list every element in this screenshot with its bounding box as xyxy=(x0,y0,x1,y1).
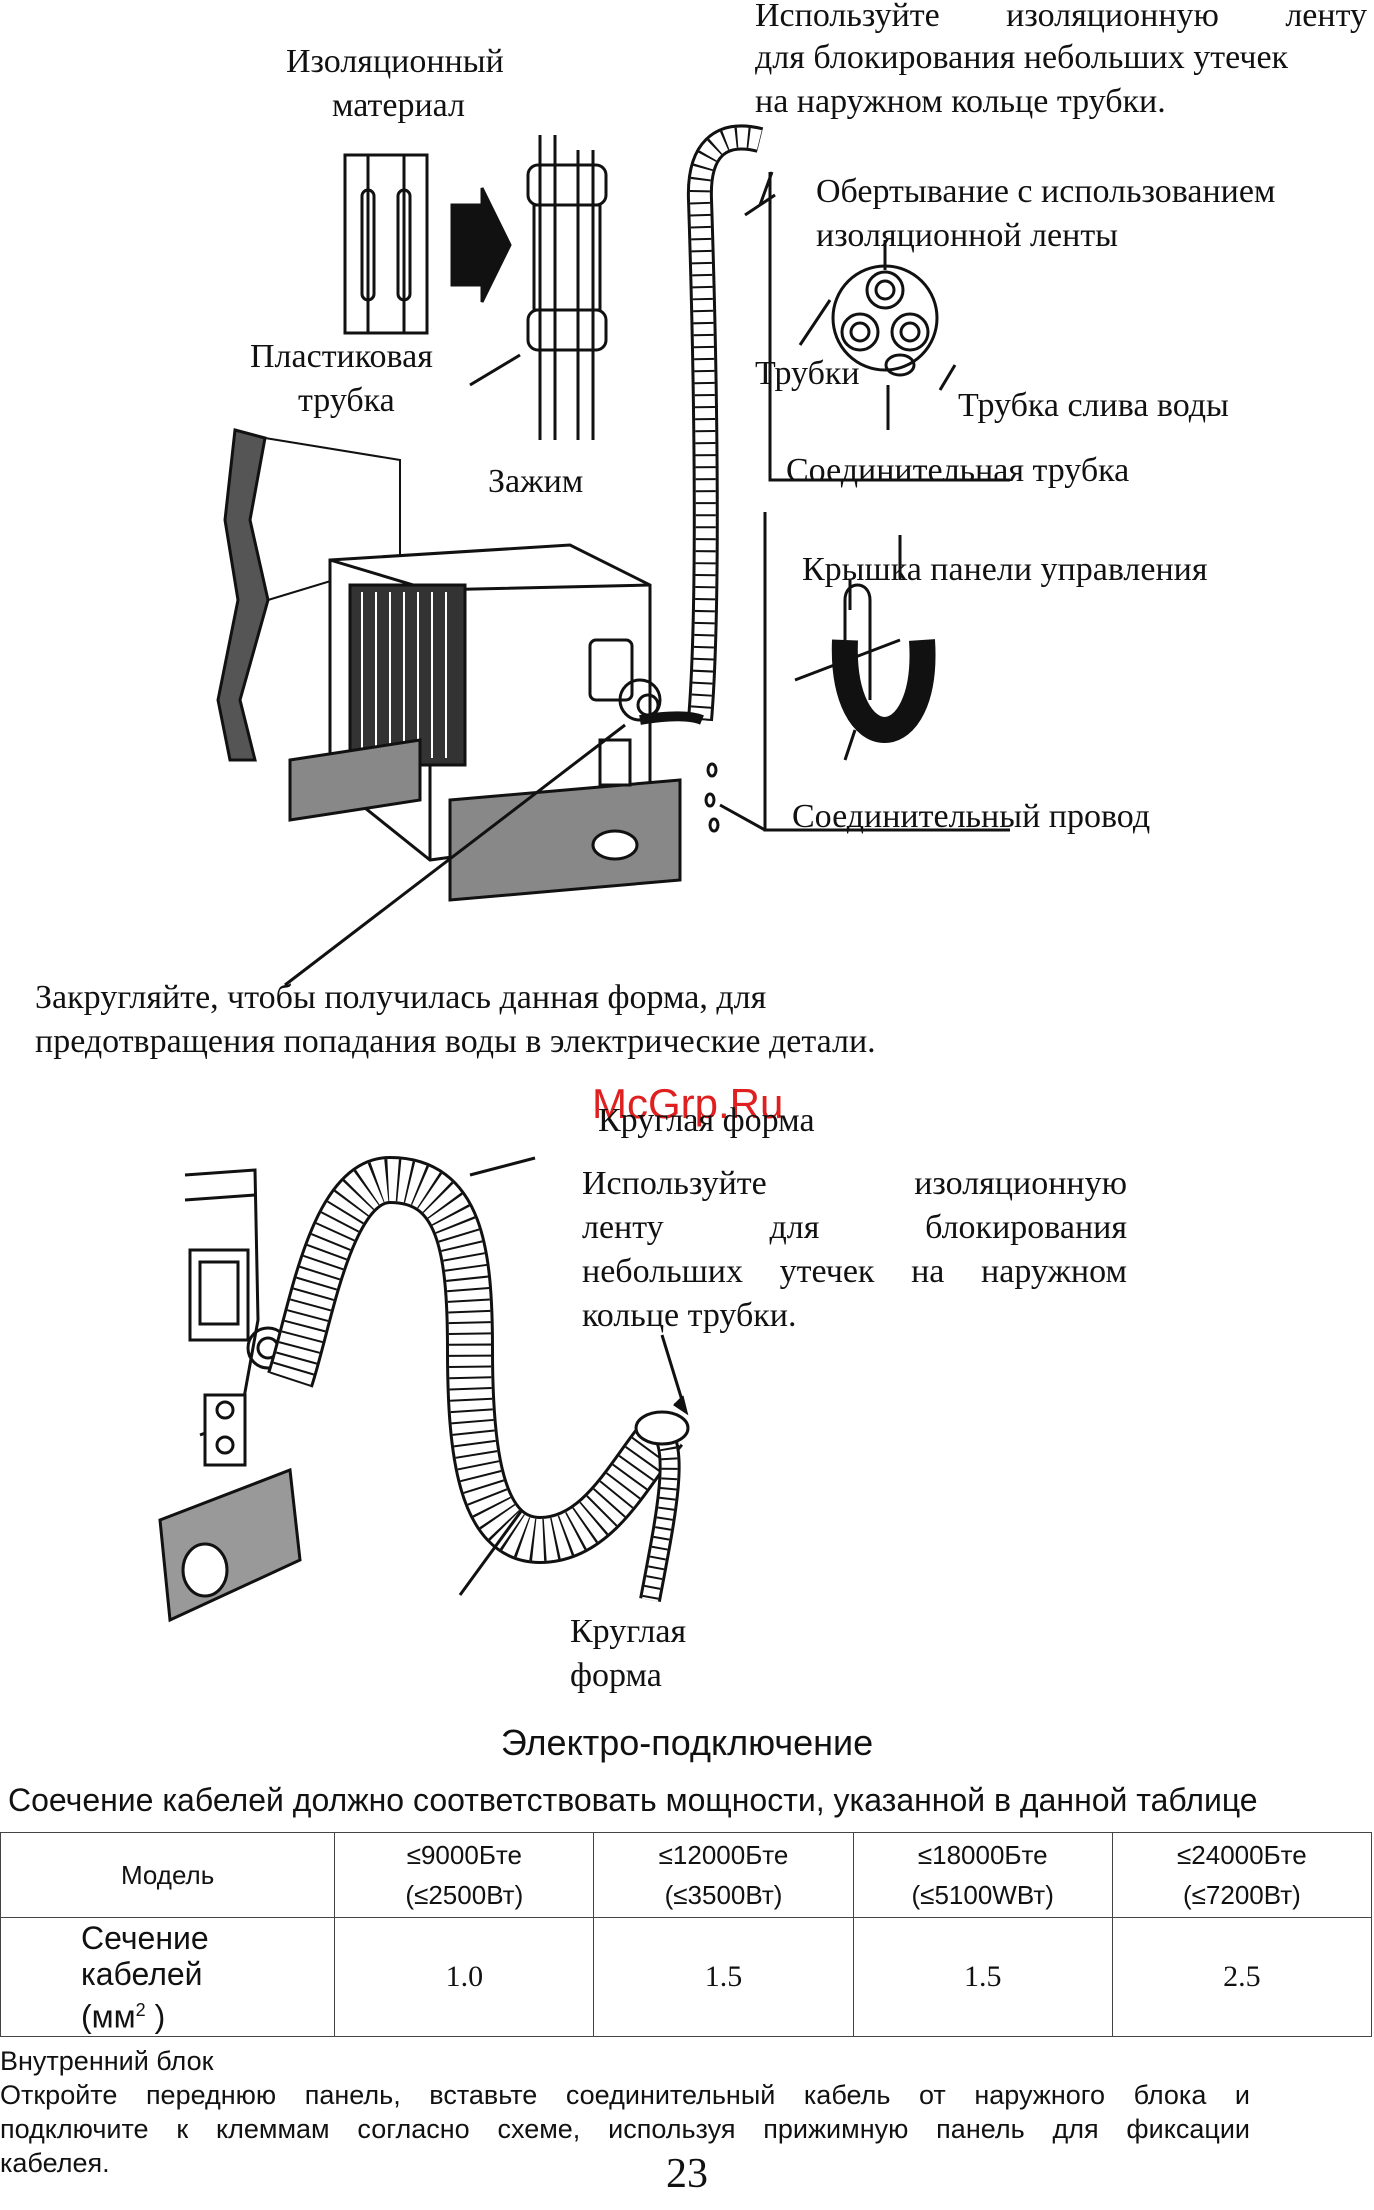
table-header-row: Модель ≤9000Бте(≤2500Вт) ≤12000Бте(≤3500… xyxy=(0,1832,1373,1918)
clamp-label: Зажим xyxy=(488,463,584,500)
instruction-line-3: кабелея. xyxy=(0,2148,110,2178)
intro-text: Соечение кабелей должно соответствовать … xyxy=(8,1782,1258,1818)
table-row: Сечение кабелей (мм2 ) 1.0 1.5 1.5 2.5 xyxy=(0,1917,1373,2037)
tape-note-line-1: Используйте изоляционную ленту xyxy=(755,0,1367,34)
wrapping-label-line-2: изоляционной ленты xyxy=(816,217,1119,254)
loop-tape-note-line-3: небольших утечек на наружном xyxy=(582,1253,1127,1290)
cable-spec-table: Модель ≤9000Бте(≤2500Вт) ≤12000Бте(≤3500… xyxy=(0,1832,1373,2037)
instruction-line-2: подключите к клеммам согласно схеме, исп… xyxy=(0,2114,1250,2144)
round-shape-bottom-line-1: Круглая xyxy=(570,1613,687,1650)
round-shape-bottom-line-2: форма xyxy=(570,1657,662,1694)
drain-tube-label: Трубка слива воды xyxy=(958,387,1229,424)
plastic-tube-line-1: Пластиковая xyxy=(250,338,433,375)
table-cell: 2.5 xyxy=(1111,1917,1373,2037)
watermark: McGrp.Ru xyxy=(592,1080,784,1127)
page-number: 23 xyxy=(666,2151,708,2197)
connecting-wire-label: Соединительный провод xyxy=(792,798,1151,835)
table-cell: 1.0 xyxy=(334,1917,595,2037)
column-header: ≤18000Бте(≤5100WВт) xyxy=(852,1832,1113,1918)
instruction-line-1: Откройте переднюю панель, вставьте соеди… xyxy=(0,2080,1250,2110)
loop-tape-note-line-4: кольце трубки. xyxy=(582,1297,797,1334)
insulation-label-line-1: Изоляционный xyxy=(286,43,504,80)
panel-cover-label: Крышка панели управления xyxy=(802,551,1208,588)
connecting-tube-label: Соединительная трубка xyxy=(786,452,1130,489)
pipe-loop-figure xyxy=(158,1155,690,1623)
tubes-label: Трубки xyxy=(755,355,860,392)
column-header: ≤24000Бте(≤7200Вт) xyxy=(1111,1832,1373,1918)
column-header: ≤9000Бте(≤2500Вт) xyxy=(334,1832,595,1918)
loop-tape-note-line-1: Используйте изоляционную xyxy=(582,1165,1127,1202)
plastic-tube-line-2: трубка xyxy=(298,382,395,419)
column-header: ≤12000Бте(≤3500Вт) xyxy=(593,1832,854,1918)
tape-note-line-3: на наружном кольце трубки. xyxy=(755,83,1166,120)
section-title: Электро-подключение xyxy=(500,1722,874,1763)
indoor-unit-heading: Внутренний блок xyxy=(0,2046,214,2076)
table-cell: 1.5 xyxy=(852,1917,1113,2037)
wrapping-label-line-1: Обертывание с использованием xyxy=(816,173,1276,210)
loop-tape-note-line-2: ленту для блокирования xyxy=(582,1209,1127,1246)
outdoor-unit-figure xyxy=(216,124,1010,987)
model-header: Модель xyxy=(0,1832,336,1918)
rounding-note-line-1: Закругляйте, чтобы получилась данная фор… xyxy=(35,979,767,1016)
rounding-note-line-2: предотвращения попадания воды в электрич… xyxy=(35,1023,876,1060)
insulation-label-line-2: материал xyxy=(332,87,465,124)
tape-note-line-2: для блокирования небольших утечек xyxy=(755,39,1289,76)
row-label: Сечение кабелей (мм2 ) xyxy=(0,1917,336,2037)
round-shape-top-label: Круглая форма xyxy=(598,1102,815,1139)
table-cell: 1.5 xyxy=(593,1917,854,2037)
